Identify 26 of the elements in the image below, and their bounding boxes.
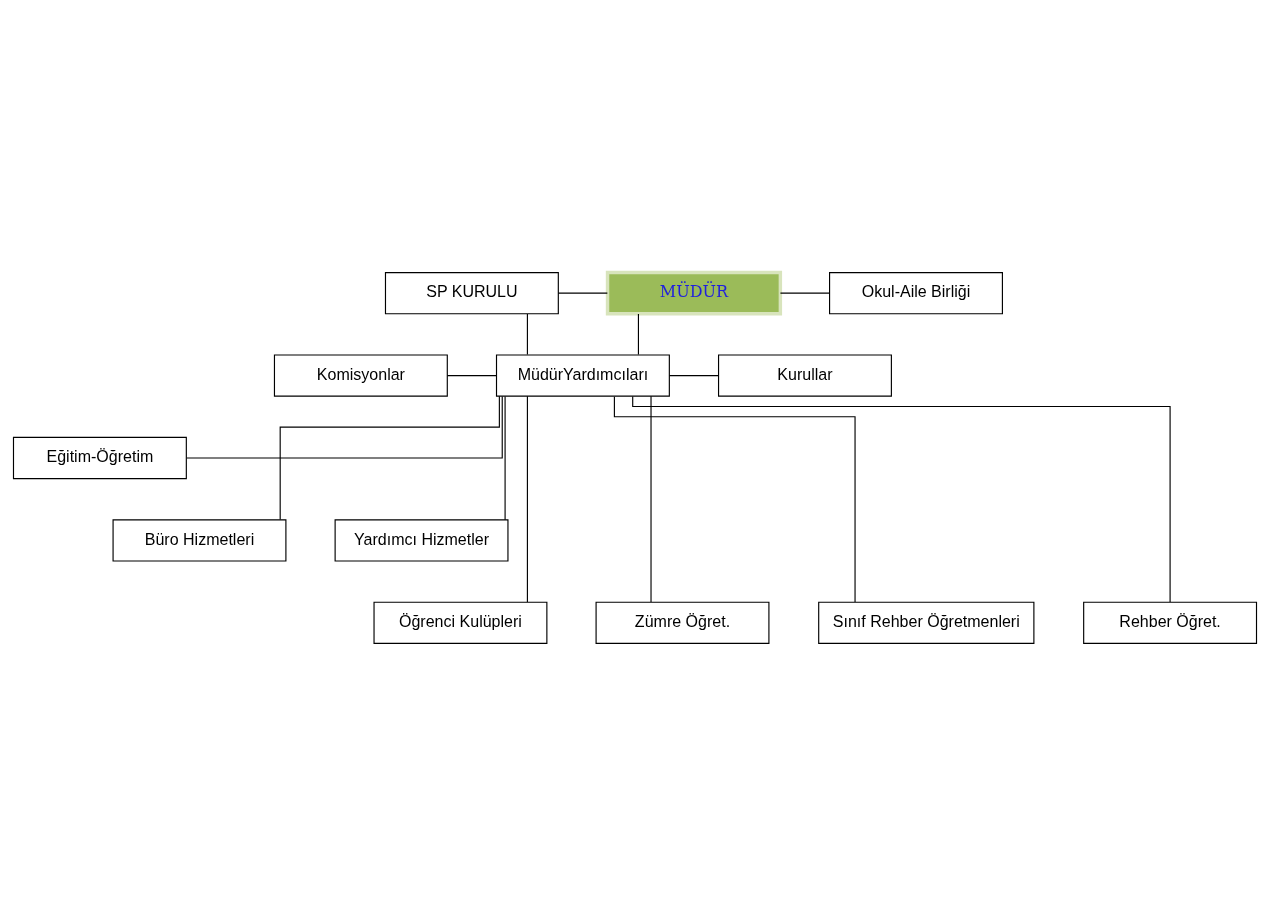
node-box: Komisyonlar <box>273 353 448 397</box>
connector <box>632 395 1171 603</box>
connector <box>613 395 856 602</box>
node-box: Öğrenci Kulüpleri <box>373 601 548 644</box>
connector <box>557 292 608 294</box>
node-box: SP KURULU <box>384 271 559 314</box>
node-box: Eğitim-Öğretim <box>12 436 187 479</box>
node-box: Yardımcı Hizmetler <box>334 518 509 562</box>
node-box: Zümre Öğret. <box>595 601 770 644</box>
node-box: Okul-Aile Birliği <box>829 271 1003 314</box>
connector <box>637 312 639 355</box>
connector <box>526 312 528 355</box>
node-box: MÜDÜR <box>605 270 783 315</box>
node-box: Rehber Öğret. <box>1083 601 1258 644</box>
connector <box>504 395 506 520</box>
node-box: Büro Hizmetleri <box>112 518 287 562</box>
connector <box>668 374 719 376</box>
connector <box>186 395 503 459</box>
connector <box>279 395 500 520</box>
node-box: Sınıf Rehber Öğretmenleri <box>818 601 1035 644</box>
node-box: Kurullar <box>717 353 892 397</box>
connector <box>526 395 528 603</box>
connector <box>446 374 497 376</box>
node-box: MüdürYardımcıları <box>495 353 670 397</box>
connector <box>650 395 652 603</box>
connector <box>779 292 830 294</box>
